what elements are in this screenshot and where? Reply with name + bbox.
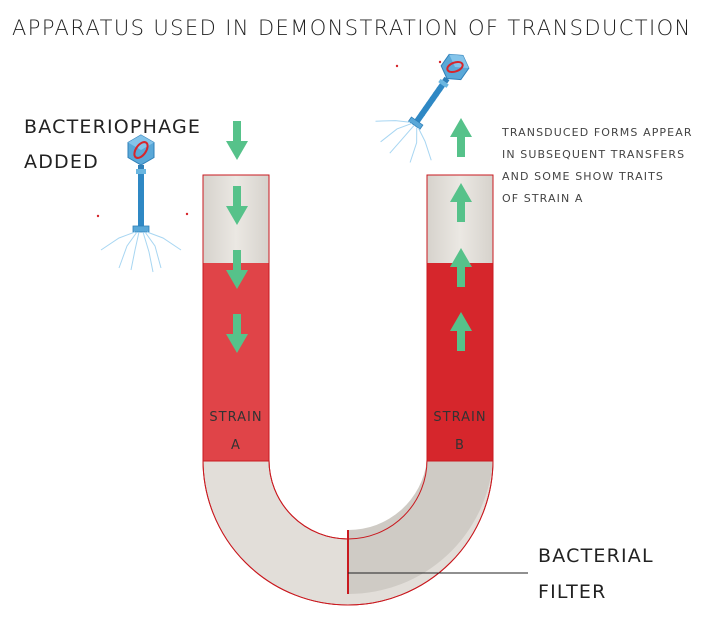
arrow-down-icon (226, 314, 248, 353)
arrow-down-icon (226, 186, 248, 225)
strain-a-medium (203, 263, 269, 461)
strain-b-medium (427, 263, 493, 461)
filter-label-line1: BACTERIAL (538, 545, 654, 567)
u-tube-bend (202, 459, 494, 606)
transduced-note-line2: IN SUBSEQUENT TRANSFERS (502, 148, 686, 161)
arrow-up-icon (450, 248, 472, 287)
filter-label-line2: FILTER (538, 581, 607, 603)
arrow-up-icon (450, 312, 472, 351)
bacteriophage-icon (100, 134, 182, 273)
arrow-up-icon (450, 183, 472, 222)
strain-b-label-line1: STRAIN (433, 410, 487, 425)
transduced-note-line1: TRANSDUCED FORMS APPEAR (502, 126, 693, 139)
transduced-note-line4: OF STRAIN A (502, 192, 584, 205)
down-arrows (226, 121, 248, 353)
strain-a-label-line1: STRAIN (209, 410, 263, 425)
bacteriophage-icon (375, 53, 470, 163)
arrow-down-icon (226, 250, 248, 289)
diagram-title: APPARATUS USED IN DEMONSTRATION OF TRANS… (12, 16, 692, 40)
strain-b-label-line2: B (455, 438, 465, 453)
arrow-up-icon (450, 118, 472, 157)
up-arrows (450, 118, 472, 351)
phage-label-line1: BACTERIOPHAGE (24, 116, 202, 138)
arrow-down-icon (226, 121, 248, 160)
transduced-note-line3: AND SOME SHOW TRAITS (502, 170, 664, 183)
strain-a-label-line2: A (231, 438, 241, 453)
phage-label-line2: ADDED (24, 151, 99, 173)
